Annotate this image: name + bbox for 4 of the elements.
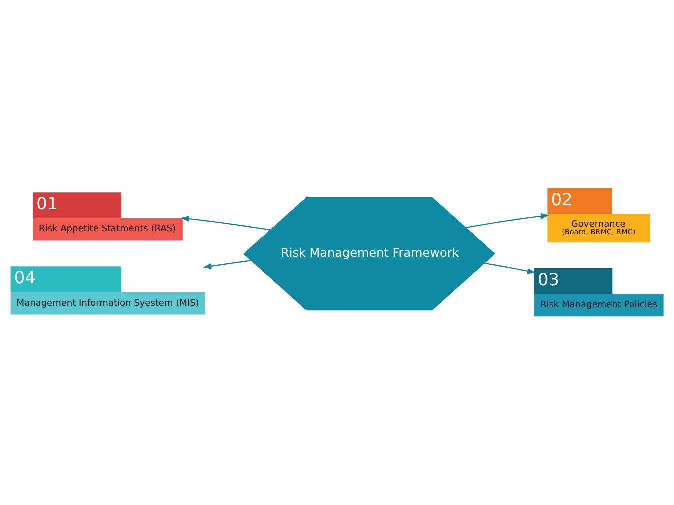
arrow (484, 262, 536, 274)
arrow (203, 260, 252, 270)
arrow (466, 213, 550, 229)
arrow (180, 216, 270, 231)
